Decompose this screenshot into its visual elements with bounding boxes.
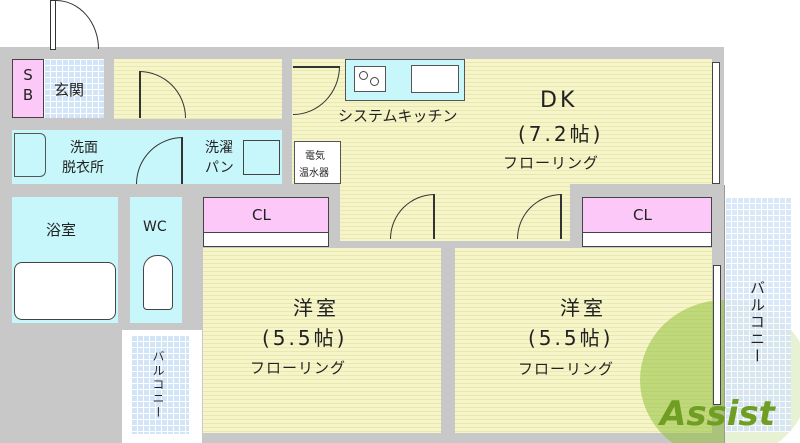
closet-right-doors[interactable] <box>582 233 712 247</box>
shoe-box: SB <box>12 59 44 118</box>
dk-window[interactable] <box>712 62 720 184</box>
room-left-name: 洋室 <box>293 296 339 320</box>
dk-size: (7.2帖) <box>518 122 604 146</box>
room-right-name: 洋室 <box>560 296 606 320</box>
entrance-door[interactable] <box>50 0 100 50</box>
toilet-icon <box>143 255 173 310</box>
laundry-pan-icon <box>243 140 280 175</box>
room-right-size: (5.5帖) <box>528 326 614 350</box>
bath-label: 浴室 <box>46 221 77 239</box>
dk-name: DK <box>540 88 578 113</box>
entrance-area: 玄関 <box>44 59 104 118</box>
laundry-label-1: 洗濯 <box>205 140 233 156</box>
closet-left-doors[interactable] <box>203 233 329 247</box>
closet-right-label: CL <box>633 206 652 224</box>
room-right-window[interactable] <box>713 265 721 405</box>
water-heater-label-2: 温水器 <box>299 168 329 179</box>
room-left-floor: フローリング <box>250 359 347 377</box>
dk-floor: フローリング <box>503 154 600 172</box>
water-heater-label-1: 電気 <box>305 151 325 162</box>
washroom-label-1: 洗面 <box>70 140 98 156</box>
western-room-left <box>203 248 441 433</box>
room-right-floor: フローリング <box>518 360 615 378</box>
kitchen-label: システムキッチン <box>338 107 458 125</box>
stove-icon <box>354 66 386 92</box>
bathtub-icon <box>14 262 116 320</box>
closet-right: CL <box>582 197 712 233</box>
entrance-label: 玄関 <box>54 81 85 99</box>
balcony-left-label: バルコニー <box>151 350 165 420</box>
kitchen-counter <box>345 59 465 101</box>
balcony-right: バルコニー <box>724 185 800 443</box>
shoe-box-label: SB <box>19 66 37 106</box>
laundry-label-2: パン <box>205 160 234 176</box>
closet-left: CL <box>203 197 329 233</box>
balcony-right-label: バルコニー <box>748 280 766 365</box>
room-left-size: (5.5帖) <box>262 326 348 350</box>
closet-left-label: CL <box>252 206 271 224</box>
balcony-left: バルコニー <box>122 330 202 443</box>
wc-label: WC <box>143 219 167 235</box>
washroom-label-2: 脱衣所 <box>62 160 104 176</box>
washbasin-icon <box>14 133 46 177</box>
watermark-text: Assist <box>660 394 775 434</box>
sink-icon <box>411 65 459 93</box>
water-heater: 電気 温水器 <box>294 141 341 184</box>
